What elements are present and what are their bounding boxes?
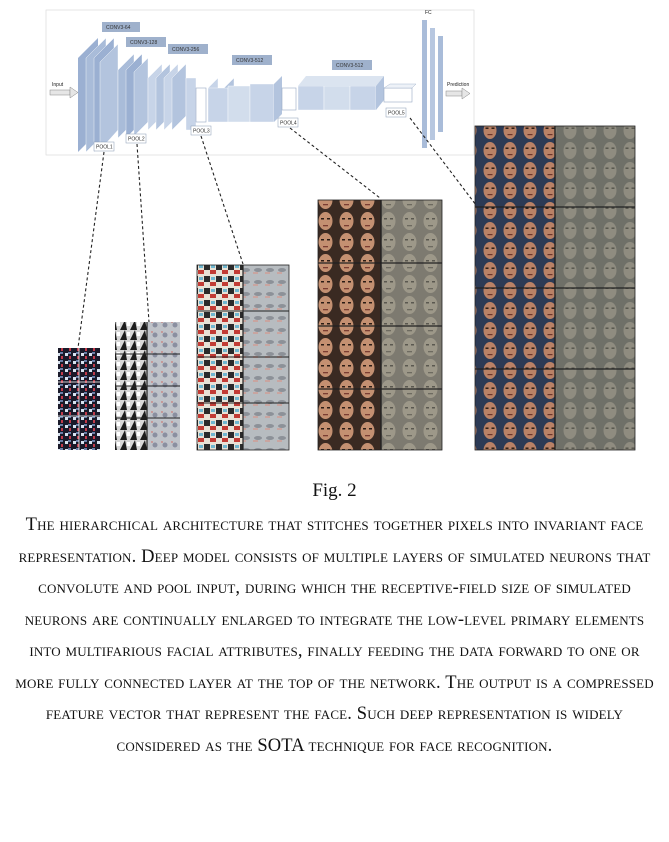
pool-label-box-2 [125, 133, 147, 144]
fc-label: FC [425, 10, 432, 16]
conv-block-2 [117, 53, 149, 139]
feature-panel-3 [196, 264, 290, 451]
conv-label-box-3 [168, 44, 208, 54]
pool3-block [195, 87, 207, 123]
figure-label: Fig. 2 [312, 480, 357, 501]
connector-line-3 [200, 135, 244, 265]
conv-label-5: CONV3-512 [336, 63, 363, 69]
conv-label-1: CONV3-64 [106, 25, 131, 31]
prediction-label: Prediction [447, 82, 469, 88]
conv-block-3 [147, 63, 197, 131]
feature-panel-5 [474, 125, 636, 451]
pool5-block [383, 83, 417, 103]
conv-label-box-1 [102, 22, 140, 32]
connector-line-5 [409, 117, 477, 206]
conv-label-3: CONV3-256 [172, 47, 199, 53]
input-label: Input [52, 82, 64, 88]
conv-block-5 [297, 76, 384, 111]
fc-layers [422, 20, 443, 148]
architecture-figure: Input CONV3-64 CONV3-128 CONV3-256 [45, 9, 636, 451]
prediction-arrow: Prediction [445, 82, 471, 100]
input-arrow: Input [49, 82, 79, 99]
connector-line-4 [289, 127, 381, 199]
pool-label-box-1 [93, 141, 115, 152]
pool-label-box-4 [277, 117, 299, 128]
feature-panel-2 [115, 322, 180, 450]
figure-caption: The hierarchical architecture that stitc… [15, 515, 654, 756]
feature-panel-1 [58, 348, 100, 450]
conv-label-2: CONV3-128 [130, 40, 157, 46]
pool-label-2: POOL2 [128, 137, 145, 143]
connector-lines [77, 117, 477, 349]
pool4-block [281, 87, 297, 111]
pool-label-1: POOL1 [96, 145, 113, 151]
pool-label-box-3 [190, 125, 212, 136]
conv-label-box-2 [126, 37, 166, 47]
conv-label-box-5 [332, 60, 372, 70]
feature-panel-4 [317, 199, 443, 451]
conv-block-1 [78, 37, 119, 153]
conv-label-4: CONV3-512 [236, 58, 263, 64]
pool-label-5: POOL5 [388, 111, 405, 117]
pool-label-box-5 [385, 107, 407, 118]
pool-label-4: POOL4 [280, 121, 297, 127]
connector-line-2 [136, 143, 150, 323]
pool-label-3: POOL3 [193, 129, 210, 135]
connector-line-1 [77, 151, 105, 349]
conv-label-box-4 [232, 55, 272, 65]
conv-block-4 [207, 76, 282, 123]
